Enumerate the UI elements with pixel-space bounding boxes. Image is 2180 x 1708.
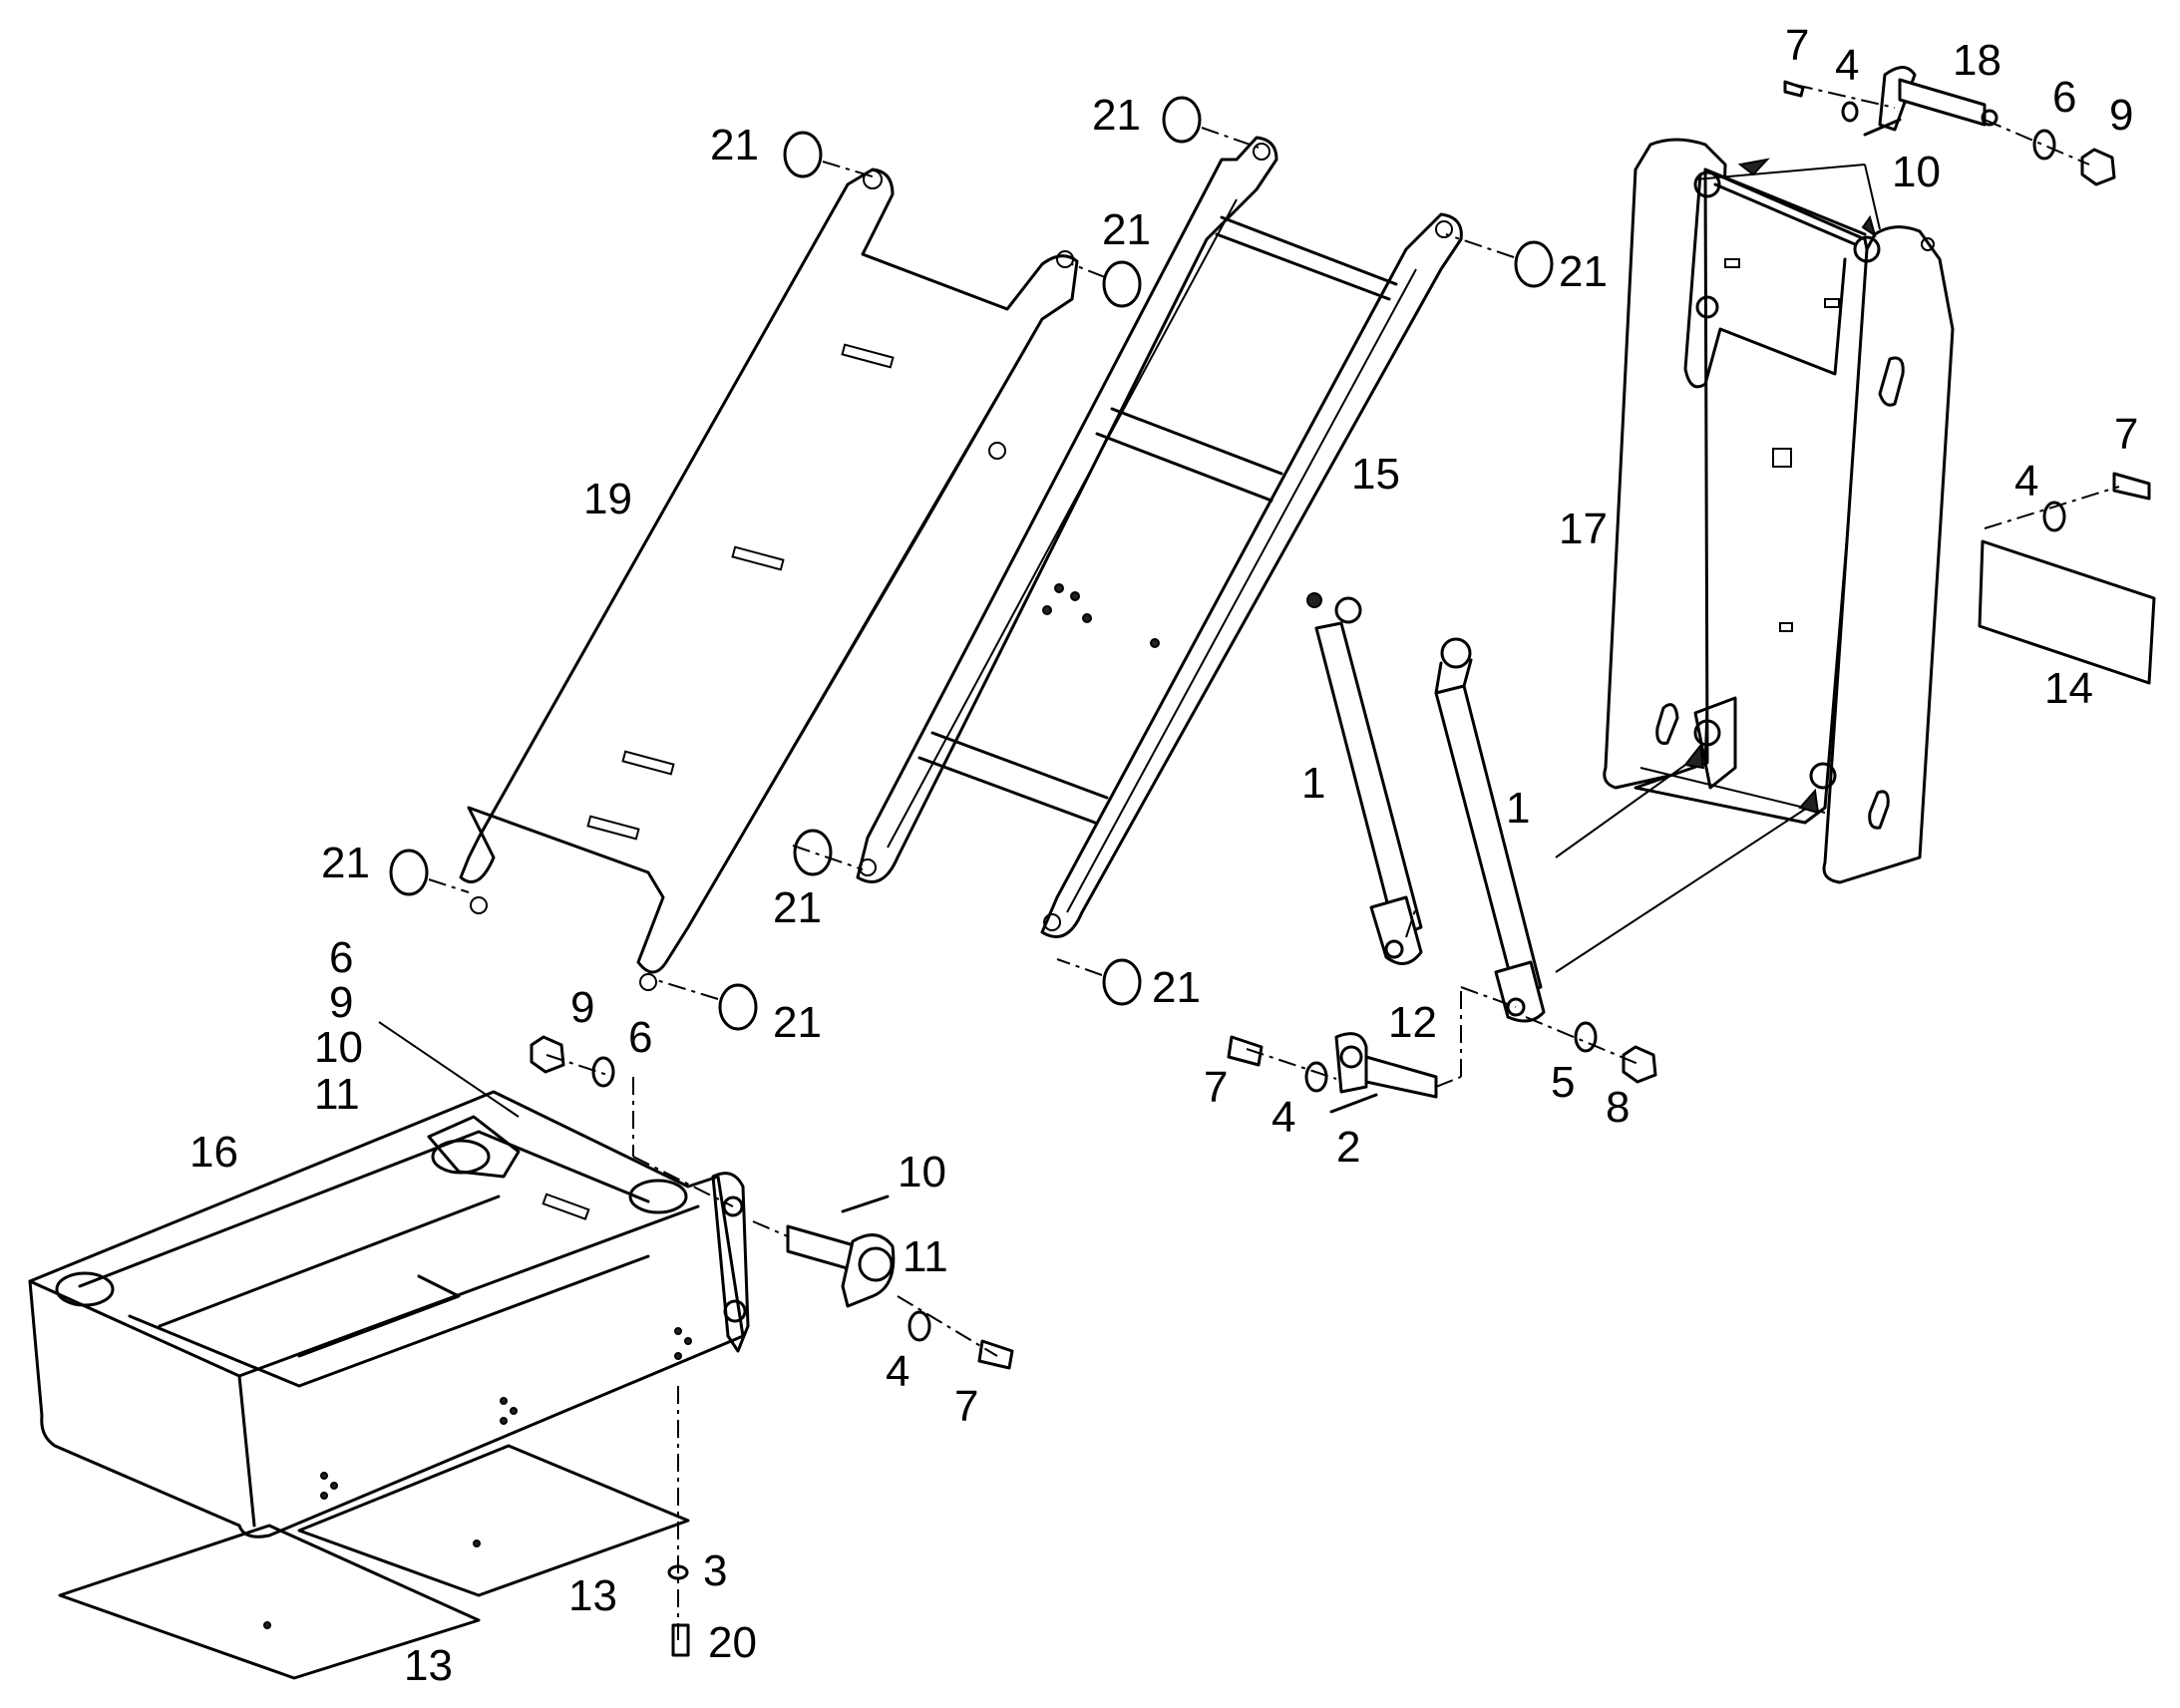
part-16-base-frame: [28, 1090, 750, 1538]
callout-4-cyl: 4: [1272, 1093, 1295, 1142]
callout-9-mid: 9: [570, 983, 594, 1032]
callout-21-f: 21: [773, 883, 822, 932]
part-19-side-plate: [459, 168, 1079, 991]
callout-11-left: 11: [314, 1070, 360, 1119]
part-1-cylinder-left: [1306, 592, 1423, 965]
callout-20: 20: [708, 1618, 757, 1667]
callout-6-left: 6: [329, 933, 353, 982]
callout-3: 3: [703, 1546, 727, 1595]
part-15-ladder-frame: [856, 136, 1463, 938]
callout-10-mid: 10: [898, 1148, 946, 1196]
callout-19: 19: [583, 475, 632, 523]
part-17-mast-upright: [1603, 138, 1955, 884]
callout-14: 14: [2044, 664, 2093, 713]
hardware-bushings-21: [389, 96, 1554, 1031]
callout-21-b: 21: [1092, 91, 1141, 140]
part-13-floor-plates: [58, 1444, 690, 1680]
callout-2: 2: [1336, 1123, 1360, 1172]
part-11-pin-base: [786, 1224, 896, 1308]
callout-9-top: 9: [2109, 91, 2133, 140]
part-1-cylinder-right: [1434, 637, 1546, 1023]
part-14-cover-plate: [1978, 539, 2156, 685]
part-18-pin-top: [1878, 66, 1998, 132]
callout-7-right: 7: [2114, 410, 2138, 459]
callout-1-left: 1: [1301, 759, 1325, 808]
callout-8: 8: [1606, 1083, 1630, 1132]
callout-6-mid: 6: [628, 1013, 652, 1062]
callout-1-right: 1: [1506, 784, 1530, 833]
callout-4-right: 4: [2014, 457, 2038, 506]
callout-7-top: 7: [1785, 21, 1809, 70]
hardware-washers-nuts-bolts: [530, 80, 2151, 1657]
callout-10-top: 10: [1892, 148, 1941, 196]
callout-6-top: 6: [2052, 73, 2076, 122]
callout-13-a: 13: [568, 1571, 617, 1620]
callout-21-a: 21: [710, 121, 759, 170]
callout-15: 15: [1351, 450, 1400, 499]
callout-18: 18: [1953, 36, 2001, 85]
callout-7-cyl: 7: [1204, 1063, 1228, 1112]
callout-7-mid: 7: [954, 1382, 978, 1431]
callout-labels: 7 4 18 6 9 10 21 21 21 21 21 21 21 21 19…: [189, 21, 2138, 1690]
callout-5: 5: [1551, 1058, 1575, 1107]
callout-4-mid: 4: [886, 1347, 909, 1396]
callout-4-top: 4: [1835, 41, 1859, 90]
callout-21-c: 21: [1102, 205, 1151, 254]
part-12-pin-cylinder: [1334, 1032, 1438, 1099]
callout-21-d: 21: [1559, 247, 1608, 296]
callout-17: 17: [1559, 505, 1608, 553]
callout-21-h: 21: [1152, 963, 1201, 1012]
callout-13-b: 13: [404, 1641, 453, 1690]
callout-9-left: 9: [329, 978, 353, 1027]
callout-21-e: 21: [321, 839, 370, 887]
callout-16: 16: [189, 1128, 238, 1177]
callout-11-mid: 11: [903, 1232, 948, 1281]
assembly-leader-lines: [378, 84, 2120, 1640]
callout-12: 12: [1388, 998, 1437, 1047]
callout-10-left: 10: [314, 1023, 363, 1072]
callout-21-g: 21: [773, 998, 822, 1047]
